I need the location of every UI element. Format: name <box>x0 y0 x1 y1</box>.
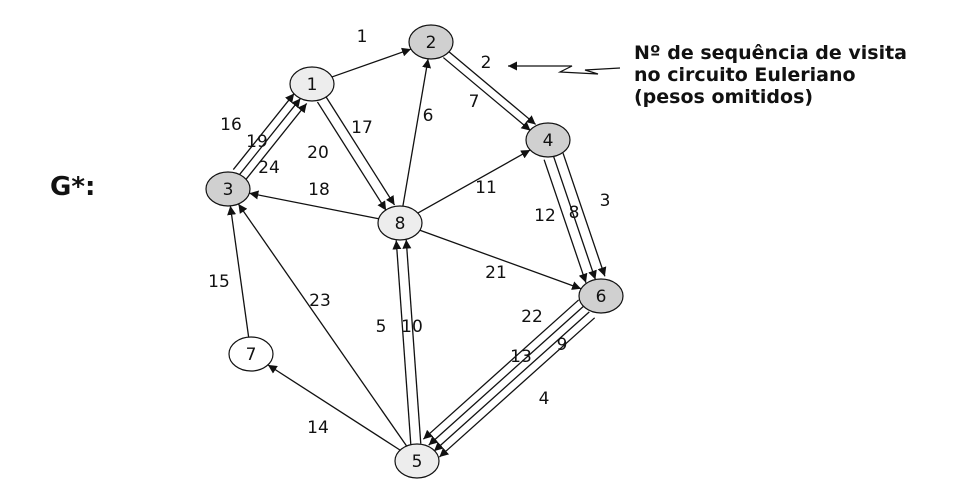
edge-arrow-16 <box>245 103 308 180</box>
edge-label-8: 8 <box>569 203 580 223</box>
edge-arrow-9 <box>428 305 585 446</box>
edge-label-22: 22 <box>521 307 543 327</box>
node-5: 5 <box>394 443 440 479</box>
node-label-3: 3 <box>223 180 234 200</box>
edge-label-21: 21 <box>485 263 507 283</box>
node-label-7: 7 <box>246 345 257 365</box>
edge-arrow-21 <box>419 229 582 290</box>
node-2: 2 <box>408 24 454 60</box>
node-label-8: 8 <box>395 214 406 234</box>
node-circle-1 <box>289 66 335 102</box>
node-4: 4 <box>525 122 571 158</box>
edge-label-20: 20 <box>307 143 329 163</box>
node-circle-5 <box>394 443 440 479</box>
edge-label-13: 13 <box>510 347 532 367</box>
edge-layer <box>227 47 607 458</box>
edge-label-1: 1 <box>357 27 368 47</box>
node-circle-3 <box>205 171 251 207</box>
annotation-text: Nº de sequência de visita no circuito Eu… <box>634 42 907 108</box>
node-8: 8 <box>377 205 423 241</box>
node-label-2: 2 <box>426 33 437 53</box>
edge-label-16: 16 <box>220 115 242 135</box>
edge-arrow-10 <box>402 239 422 444</box>
edge-arrow-23 <box>237 203 408 447</box>
callout-layer <box>508 61 621 75</box>
edge-arrow-3 <box>562 153 607 277</box>
graph-title: G*: <box>50 172 96 202</box>
edge-arrow-17 <box>325 96 396 206</box>
edge-arrow-5 <box>392 240 412 445</box>
edge-arrow-15 <box>227 205 250 338</box>
edge-arrow-24 <box>232 93 295 170</box>
edge-arrow-2 <box>448 50 537 125</box>
node-circle-7 <box>228 336 274 372</box>
edge-label-4: 4 <box>539 389 550 409</box>
node-label-1: 1 <box>307 75 318 95</box>
node-7: 7 <box>228 336 274 372</box>
node-6: 6 <box>578 278 624 314</box>
edge-label-19: 19 <box>246 132 268 152</box>
edge-label-24: 24 <box>258 158 280 178</box>
annotation-line: Nº de sequência de visita <box>634 42 908 64</box>
edge-label-7: 7 <box>469 92 480 112</box>
edge-label-3: 3 <box>600 191 611 211</box>
edge-arrow-1 <box>331 47 412 78</box>
edge-arrow-20 <box>316 101 387 211</box>
edge-arrow-12 <box>543 159 588 283</box>
edge-arrow-4 <box>422 299 580 440</box>
node-circle-6 <box>578 278 624 314</box>
edge-label-18: 18 <box>308 180 330 200</box>
node-1: 1 <box>289 66 335 102</box>
edge-label-12: 12 <box>534 206 556 226</box>
edge-arrow-18 <box>249 190 379 220</box>
edge-arrow-13 <box>433 311 590 452</box>
edge-arrow-6 <box>402 58 432 207</box>
annotation-line: (pesos omitidos) <box>634 86 814 108</box>
node-circle-2 <box>408 24 454 60</box>
edge-label-10: 10 <box>401 317 423 337</box>
edge-label-11: 11 <box>475 178 497 198</box>
edge-label-2: 2 <box>481 53 492 73</box>
callout-arrow <box>508 61 621 75</box>
edge-label-9: 9 <box>557 335 568 355</box>
annotation-line: no circuito Euleriano <box>634 64 856 86</box>
edge-arrow-14 <box>267 364 401 451</box>
edge-label-15: 15 <box>208 272 230 292</box>
edge-arrow-7 <box>442 57 531 132</box>
node-label-5: 5 <box>412 452 423 472</box>
node-circle-8 <box>377 205 423 241</box>
edge-label-5: 5 <box>376 317 387 337</box>
edge-arrow-11 <box>417 149 531 214</box>
edge-label-23: 23 <box>309 291 331 311</box>
edge-arrow-22 <box>438 317 596 458</box>
node-label-6: 6 <box>596 287 607 307</box>
node-circle-4 <box>525 122 571 158</box>
node-label-4: 4 <box>543 131 554 151</box>
edge-arrow-8 <box>552 156 597 280</box>
edge-label-6: 6 <box>423 106 434 126</box>
edge-label-14: 14 <box>307 418 329 438</box>
edge-label-17: 17 <box>351 118 373 138</box>
edge-arrow-19 <box>239 98 301 175</box>
node-3: 3 <box>205 171 251 207</box>
